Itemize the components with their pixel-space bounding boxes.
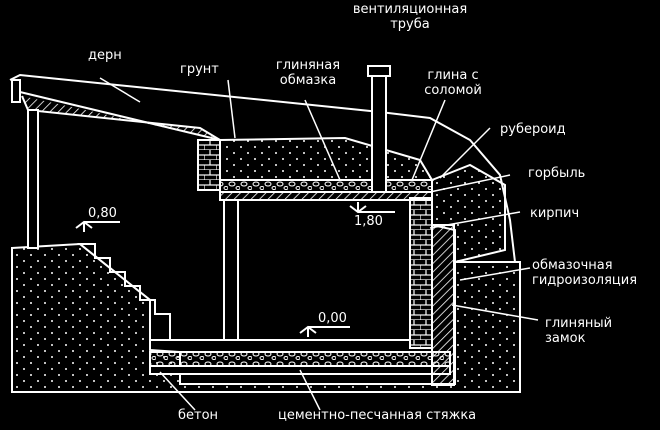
front-post — [27, 109, 39, 249]
vent-pipe — [371, 71, 387, 193]
brick-wall-left — [197, 139, 221, 191]
leader-sod — [99, 77, 141, 103]
elevation-floor: 0,00 — [318, 311, 347, 326]
label-clay-lock: глиняный замок — [545, 316, 612, 346]
label-waterproofing-line2: гидроизоляция — [532, 273, 638, 288]
label-ventilation-pipe-line1: вентиляционная — [352, 2, 468, 17]
leader-clay-straw — [411, 99, 446, 181]
roof-edge — [11, 79, 21, 103]
earth-cover — [431, 163, 506, 264]
vent-pipe-cap — [367, 65, 391, 77]
label-concrete: бетон — [178, 408, 219, 423]
inner-frame — [223, 199, 239, 341]
leader-clay-lock — [451, 304, 539, 321]
brick-wall — [409, 197, 433, 349]
elev-marker-upper — [75, 220, 120, 232]
label-slab: горбыль — [528, 166, 586, 181]
label-waterproofing-line1: обмазочная — [532, 258, 613, 273]
elev-marker-floor — [299, 325, 350, 337]
leader-slab — [429, 174, 511, 193]
label-ventilation-pipe-line2: труба — [390, 17, 430, 32]
label-clay-lock-line2: замок — [545, 331, 586, 346]
leader-waterproofing — [459, 267, 531, 281]
leader-brick — [429, 211, 521, 229]
label-clay-coating: глиняная обмазка — [258, 58, 358, 88]
leader-clay-coating — [304, 99, 341, 181]
label-brick: кирпич — [530, 206, 580, 221]
label-clay-lock-line1: глиняный — [545, 316, 613, 331]
sod-roof-line — [9, 73, 516, 263]
label-waterproofing: обмазочная гидроизоляция — [532, 258, 637, 288]
stairs — [77, 243, 171, 341]
ceiling-slab — [219, 179, 433, 193]
label-clay-coating-line1: глиняная — [275, 58, 341, 73]
label-clay-straw: глина с соломой — [408, 68, 498, 98]
label-clay-straw-line1: глина с — [427, 68, 479, 83]
roof-slab — [21, 95, 221, 141]
label-clay-straw-line2: соломой — [424, 83, 482, 98]
label-sod: дерн — [88, 48, 122, 63]
clay-straw-layer — [219, 191, 433, 201]
elev-marker-ceiling — [349, 202, 395, 214]
leader-soil — [227, 79, 236, 139]
label-ventilation-pipe: вентиляционная труба — [340, 2, 480, 32]
clay-lock-layer — [431, 224, 455, 386]
leader-concrete — [159, 371, 196, 411]
label-screed: цементно-песчанная стяжка — [278, 408, 477, 423]
label-roofing-felt: рубероид — [500, 122, 566, 137]
elevation-upper: 0,80 — [88, 206, 117, 221]
label-clay-coating-line2: обмазка — [279, 73, 337, 88]
soil-mound — [219, 136, 434, 181]
elevation-ceiling: 1,80 — [354, 214, 383, 229]
label-soil: грунт — [180, 62, 219, 77]
leader-roofing-felt — [439, 127, 491, 179]
leader-screed — [299, 369, 321, 411]
